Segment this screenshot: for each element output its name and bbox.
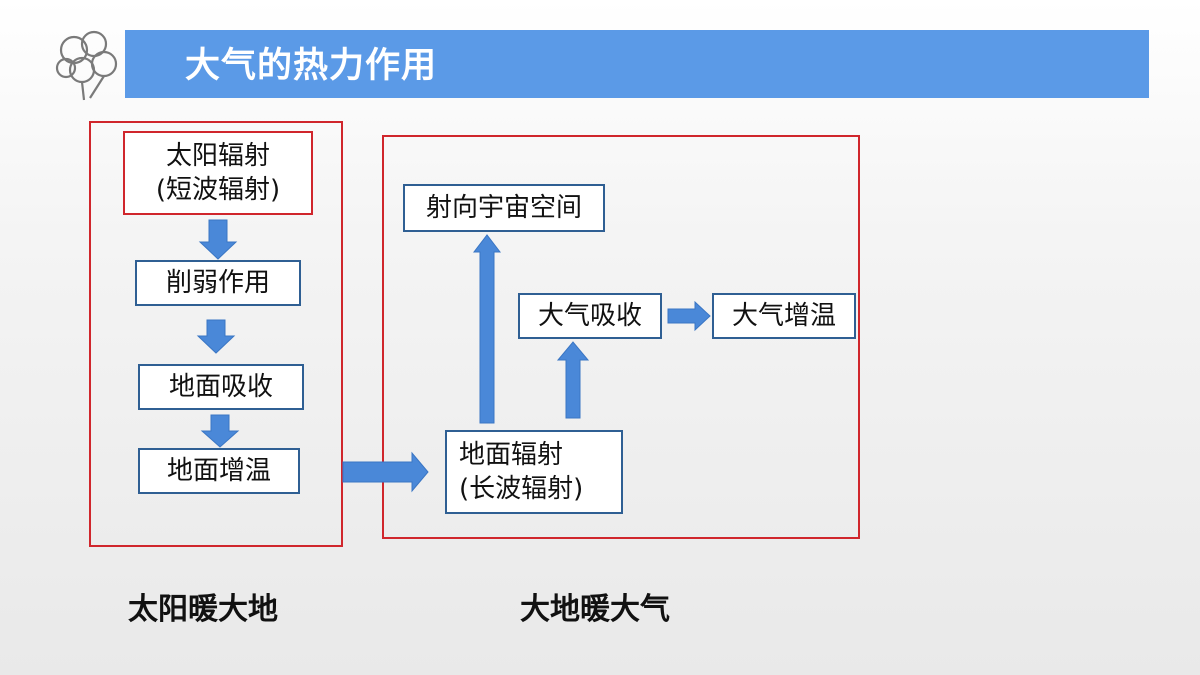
- arrow-up-atm-icon: [556, 341, 590, 419]
- solar-radiation-label: 太阳辐射: [165, 141, 270, 171]
- atm-warm-label: 大气增温: [731, 301, 836, 331]
- weakening-box: 削弱作用: [135, 260, 301, 306]
- page-title: 大气的热力作用: [185, 46, 438, 86]
- arrow-down-2-icon: [196, 319, 236, 354]
- atm-absorb-label: 大气吸收: [537, 301, 642, 331]
- arrow-right-icon: [342, 451, 429, 493]
- ground-radiation-box: 地面辐射 (长波辐射): [445, 430, 623, 514]
- arrow-absorb-to-warm-icon: [667, 300, 711, 332]
- arrow-down-1-icon: [198, 219, 238, 260]
- ground-radiation-sublabel: (长波辐射): [459, 474, 584, 504]
- arrow-up-space-icon: [472, 234, 502, 424]
- ground-absorb-label: 地面吸收: [168, 372, 273, 402]
- atm-absorb-box: 大气吸收: [518, 293, 662, 339]
- to-space-box: 射向宇宙空间: [403, 184, 605, 232]
- ground-warm-label: 地面增温: [166, 456, 271, 486]
- title-bar: [125, 30, 1149, 98]
- left-caption: 太阳暖大地: [128, 592, 278, 627]
- right-panel-frame: [382, 135, 860, 539]
- solar-radiation-box: 太阳辐射 (短波辐射): [123, 131, 313, 215]
- arrow-down-3-icon: [200, 414, 240, 448]
- balloons-logo-icon: [55, 30, 118, 101]
- solar-radiation-sublabel: (短波辐射): [155, 175, 281, 205]
- right-caption: 大地暖大气: [520, 592, 670, 627]
- ground-warm-box: 地面增温: [138, 448, 300, 494]
- ground-radiation-label: 地面辐射: [459, 440, 564, 470]
- left-panel-frame: [89, 121, 343, 547]
- weakening-label: 削弱作用: [165, 268, 270, 298]
- atm-warm-box: 大气增温: [712, 293, 856, 339]
- to-space-label: 射向宇宙空间: [425, 193, 582, 223]
- ground-absorb-box: 地面吸收: [138, 364, 304, 410]
